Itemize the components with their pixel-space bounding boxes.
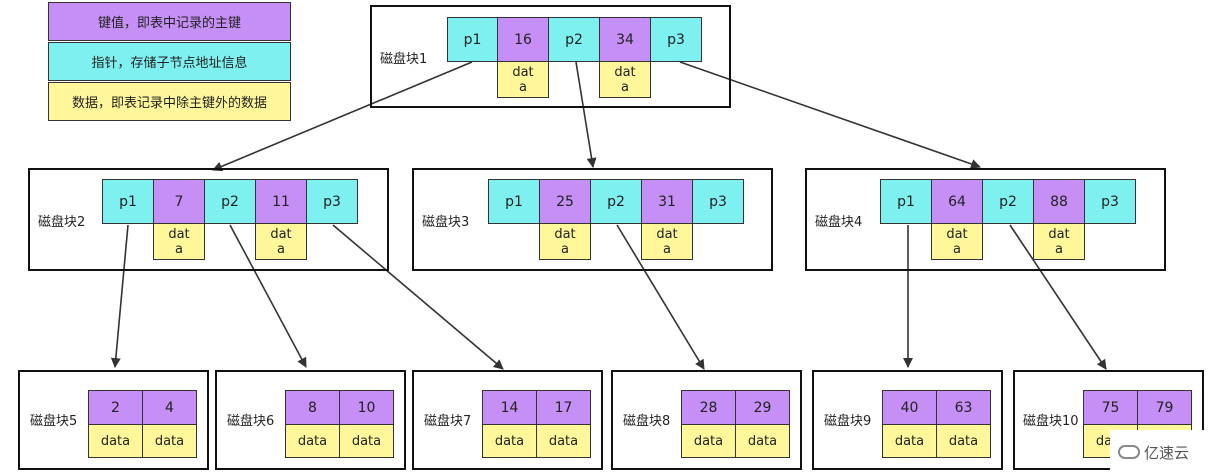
disk-block-4 xyxy=(805,168,1166,271)
d6-data-1: data xyxy=(285,424,340,458)
d4-data-2: dat a xyxy=(1033,223,1085,260)
d1-data-2: dat a xyxy=(599,61,651,98)
d5-key-2: 4 xyxy=(142,390,197,425)
arrow-d3-p2 xyxy=(616,224,705,370)
d7-key-2: 17 xyxy=(536,390,591,425)
disk-block-5 xyxy=(18,370,209,470)
d4-data-1: dat a xyxy=(931,223,983,260)
disk-block-9 xyxy=(812,370,1003,470)
d8-key-2: 29 xyxy=(735,390,790,425)
d3-data-2: dat a xyxy=(641,223,693,260)
legend-pointer: 指针，存储子节点地址信息 xyxy=(48,42,291,81)
d4-key-2: 88 xyxy=(1033,179,1085,224)
d2-pointer-1: p1 xyxy=(102,179,154,224)
d4-pointer-3: p3 xyxy=(1084,179,1136,224)
d4-pointer-1: p1 xyxy=(880,179,932,224)
disk-block-2 xyxy=(28,168,389,271)
disk-block-5-label: 磁盘块5 xyxy=(30,414,78,429)
d5-data-2: data xyxy=(142,424,197,458)
d9-data-2: data xyxy=(936,424,991,458)
d3-key-1: 25 xyxy=(539,179,591,224)
d5-key-1: 2 xyxy=(88,390,143,425)
disk-block-8 xyxy=(611,370,802,470)
d1-key-2: 34 xyxy=(599,17,651,62)
d7-key-1: 14 xyxy=(482,390,537,425)
arrow-d2-p2 xyxy=(229,224,307,368)
d10-key-1: 75 xyxy=(1083,390,1138,425)
d2-key-2: 11 xyxy=(255,179,307,224)
d1-pointer-1: p1 xyxy=(447,17,498,62)
disk-block-8-label: 磁盘块8 xyxy=(623,414,671,429)
d3-data-1: dat a xyxy=(539,223,591,260)
d5-data-1: data xyxy=(88,424,143,458)
disk-block-10 xyxy=(1013,370,1204,470)
disk-block-1 xyxy=(370,5,731,108)
d2-pointer-2: p2 xyxy=(204,179,256,224)
arrow-d2-p3 xyxy=(332,224,504,370)
disk-block-3 xyxy=(412,168,773,271)
d6-data-2: data xyxy=(339,424,394,458)
disk-block-3-label: 磁盘块3 xyxy=(422,215,470,230)
disk-block-6-label: 磁盘块6 xyxy=(227,414,275,429)
disk-block-4-label: 磁盘块4 xyxy=(815,215,863,230)
d7-data-2: data xyxy=(536,424,591,458)
d3-key-2: 31 xyxy=(641,179,693,224)
arrow-d1-p2 xyxy=(575,61,597,168)
d7-data-1: data xyxy=(482,424,537,458)
disk-block-10-label: 磁盘块10 xyxy=(1023,414,1079,429)
d10-key-2: 79 xyxy=(1137,390,1192,425)
d2-data-1: dat a xyxy=(153,223,205,260)
d1-key-1: 16 xyxy=(497,17,549,62)
watermark-text: 亿速云 xyxy=(1144,443,1190,462)
legend-data: 数据，即表记录中除主键外的数据 xyxy=(48,82,291,121)
watermark: 亿速云 xyxy=(1110,430,1214,474)
d9-data-1: data xyxy=(882,424,937,458)
d4-pointer-2: p2 xyxy=(982,179,1034,224)
d1-pointer-2: p2 xyxy=(548,17,600,62)
d8-key-1: 28 xyxy=(681,390,736,425)
disk-block-2-label: 磁盘块2 xyxy=(38,215,86,230)
d9-key-2: 63 xyxy=(936,390,991,425)
d2-pointer-3: p3 xyxy=(306,179,358,224)
d4-key-1: 64 xyxy=(931,179,983,224)
d3-pointer-2: p2 xyxy=(590,179,642,224)
legend-key: 键值，即表中记录的主键 xyxy=(48,2,291,41)
d3-pointer-3: p3 xyxy=(692,179,744,224)
disk-block-1-label: 磁盘块1 xyxy=(380,52,428,67)
cloud-logo-icon xyxy=(1118,445,1140,459)
d1-data-1: dat a xyxy=(497,61,549,98)
disk-block-9-label: 磁盘块9 xyxy=(824,414,872,429)
d2-key-1: 7 xyxy=(153,179,205,224)
arrow-d2-p1 xyxy=(110,224,129,368)
d9-key-1: 40 xyxy=(882,390,937,425)
d8-data-2: data xyxy=(735,424,790,458)
d1-pointer-3: p3 xyxy=(650,17,702,62)
d8-data-1: data xyxy=(681,424,736,458)
d3-pointer-1: p1 xyxy=(488,179,540,224)
arrow-d4-p2 xyxy=(1009,224,1107,370)
arrow-d1-p1 xyxy=(212,61,473,172)
d2-data-2: dat a xyxy=(255,223,307,260)
disk-block-7-label: 磁盘块7 xyxy=(424,414,472,429)
disk-block-6 xyxy=(215,370,406,470)
disk-block-7 xyxy=(412,370,603,470)
d6-key-1: 8 xyxy=(285,390,340,425)
d6-key-2: 10 xyxy=(339,390,394,425)
